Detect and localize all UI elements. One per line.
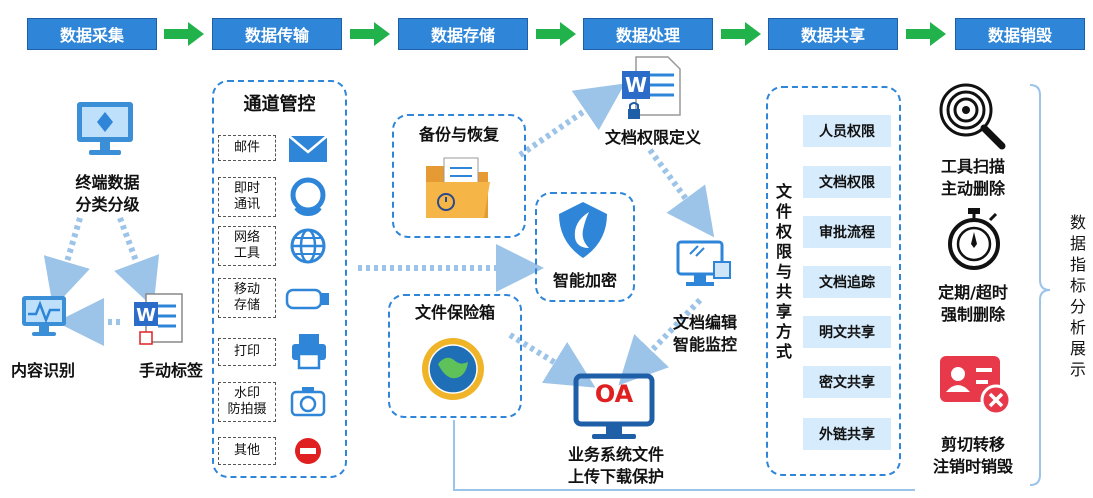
share-box	[766, 86, 901, 476]
channel-item-im: 即时 通讯	[218, 177, 276, 217]
monitor-icon	[77, 102, 133, 155]
arrow-right-icon	[906, 22, 946, 46]
backup-label: 备份与恢复	[418, 125, 499, 144]
encrypt-label: 智能加密	[552, 271, 617, 290]
mail-icon	[288, 135, 328, 162]
backup-box	[392, 114, 526, 238]
share-vertical-title: 文件权限与共享方式	[775, 182, 792, 361]
word-lock-icon: W	[622, 56, 681, 119]
share-item: 人员权限	[803, 115, 891, 147]
share-item: 审批流程	[803, 216, 891, 248]
encrypt-shield-icon	[559, 202, 607, 258]
printer-icon	[292, 334, 326, 370]
timed-delete-label: 定期/超时 强制删除	[938, 283, 1008, 324]
stage-store: 数据存储	[398, 18, 528, 50]
vault-box	[388, 294, 522, 418]
globe-icon	[290, 228, 326, 264]
content-recognition-label: 内容识别	[10, 361, 75, 380]
channel-item-watermark: 水印 防拍摄	[218, 382, 276, 422]
doc-monitor-label: 文档编辑 智能监控	[672, 313, 737, 354]
oa-text: OA	[594, 380, 634, 408]
terminal-label: 终端数据 分类分级	[75, 173, 140, 214]
channel-item-email: 邮件	[218, 135, 276, 161]
scan-delete-label: 工具扫描 主动删除	[940, 157, 1005, 198]
encrypt-box	[535, 192, 635, 302]
chat-icon	[290, 177, 326, 217]
business-label: 业务系统文件 上传下载保护	[567, 445, 664, 486]
metrics-vertical-label: 数据指标分析展示	[1069, 213, 1086, 379]
stage-collect: 数据采集	[27, 18, 157, 50]
word-doc-icon: W	[134, 293, 183, 345]
arrow-right-icon	[350, 22, 390, 46]
share-item: 外链共享	[803, 418, 891, 450]
cut-delete-label: 剪切转移 注销时销毁	[932, 435, 1013, 476]
channel-item-print: 打印	[218, 338, 276, 366]
monitor-chart-icon	[22, 296, 66, 336]
arrow-right-icon	[721, 22, 761, 46]
vault-label: 文件保险箱	[414, 303, 495, 322]
stopwatch-icon	[948, 208, 1000, 270]
doc-permission-label: 文档权限定义	[604, 128, 701, 147]
oa-monitor-icon	[573, 373, 655, 439]
stage-transmit: 数据传输	[212, 18, 342, 50]
channel-title: 通道管控	[243, 94, 316, 115]
share-item: 明文共享	[803, 316, 891, 348]
svg-text:W: W	[136, 305, 156, 326]
arrow-right-icon	[536, 22, 576, 46]
stage-destroy: 数据销毁	[955, 18, 1085, 50]
folder-icon	[426, 157, 490, 218]
svg-text:W: W	[625, 73, 647, 97]
channel-item-storage: 移动 存储	[218, 278, 276, 318]
share-item: 文档追踪	[803, 266, 891, 298]
usb-icon	[285, 288, 329, 310]
stage-process: 数据处理	[583, 18, 713, 50]
channel-item-network: 网络 工具	[218, 226, 276, 266]
channel-item-other: 其他	[218, 437, 276, 465]
arrow-right-icon	[164, 22, 204, 46]
manual-label: 手动标签	[138, 361, 203, 380]
monitor-edit-icon	[676, 240, 731, 286]
share-item: 文档权限	[803, 166, 891, 198]
id-card-delete-icon	[940, 356, 1012, 416]
fingerprint-search-icon	[939, 83, 1006, 150]
camera-icon	[290, 387, 326, 417]
no-entry-icon	[295, 438, 321, 464]
vault-globe-icon	[422, 338, 484, 400]
channel-control-box	[212, 80, 347, 478]
stage-share: 数据共享	[768, 18, 898, 50]
share-item: 密文共享	[803, 366, 891, 398]
